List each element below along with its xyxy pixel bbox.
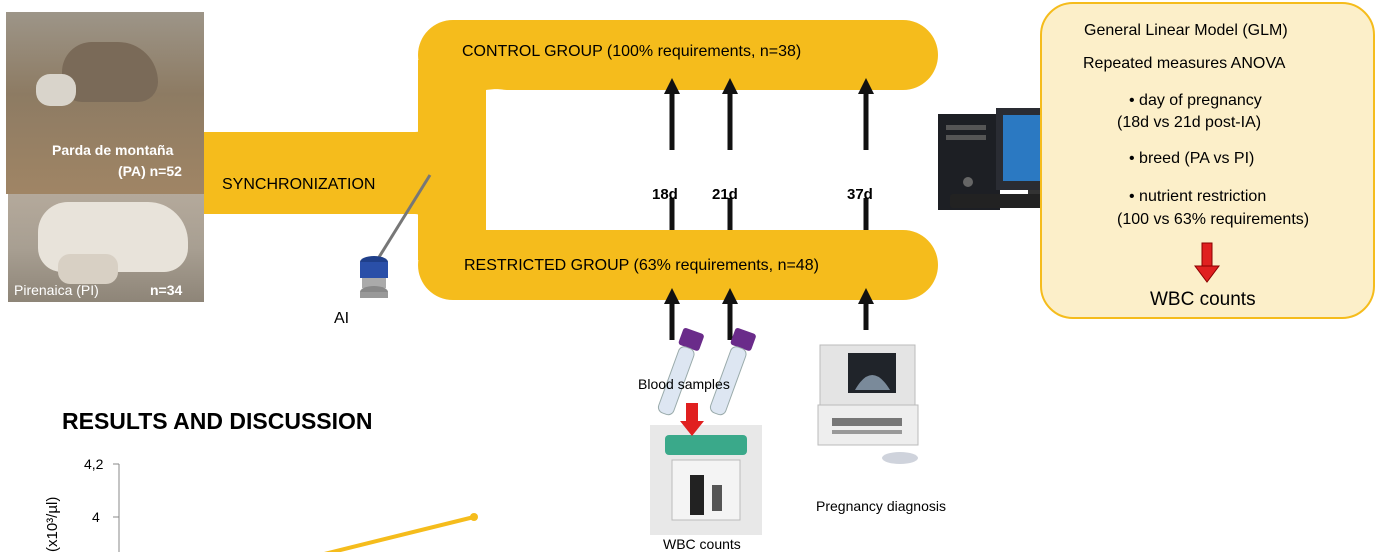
glm-subtitle: Repeated measures ANOVA xyxy=(1083,55,1286,72)
ultrasound-icon xyxy=(817,344,919,464)
blood-tube-icon xyxy=(657,328,704,416)
ai-syringe-icon xyxy=(360,174,432,298)
pi-label-n: n=34 xyxy=(150,282,183,298)
arrowhead xyxy=(722,78,738,94)
wbc-chart xyxy=(113,463,478,552)
glm-bullet-day: • day of pregnancy xyxy=(1129,92,1262,109)
day-label-21: 21d xyxy=(712,186,738,203)
y-axis-label: (x10³/µl) xyxy=(44,496,61,552)
glm-title: General Linear Model (GLM) xyxy=(1084,22,1288,39)
arrowhead xyxy=(858,78,874,94)
control-group-label: CONTROL GROUP (100% requirements, n=38) xyxy=(462,43,802,60)
ai-label: AI xyxy=(334,310,350,327)
day-arrows xyxy=(669,92,869,230)
synchronization-label: SYNCHRONIZATION xyxy=(222,176,376,193)
glm-bullet-breed: • breed (PA vs PI) xyxy=(1129,150,1255,167)
restricted-group-band xyxy=(418,230,938,300)
pi-cow-photo: Pirenaica (PI) n=34 xyxy=(8,194,204,302)
group-connector xyxy=(418,60,486,260)
wbc-counter-icon xyxy=(650,425,762,535)
red-arrow-down xyxy=(1194,242,1220,283)
blood-tube-icon xyxy=(709,328,756,416)
control-group-band xyxy=(418,20,938,90)
pi-label-name: Pirenaica (PI) xyxy=(14,282,99,298)
glm-bullet-nutrient-detail: (100 vs 63% requirements) xyxy=(1117,211,1310,228)
day-label-37: 37d xyxy=(847,186,873,203)
arrowhead xyxy=(664,78,680,94)
restricted-group-label: RESTRICTED GROUP (63% requirements, n=48… xyxy=(464,257,819,274)
data-point xyxy=(470,513,478,521)
glm-bullet-day-detail: (18d vs 21d post-IA) xyxy=(1117,114,1262,131)
results-heading: RESULTS AND DISCUSSION xyxy=(62,408,373,434)
blood-samples-label: Blood samples xyxy=(638,376,730,392)
day-label-18: 18d xyxy=(652,186,678,203)
pa-label-line2: (PA) n=52 xyxy=(118,163,182,179)
y-tick-label: 4 xyxy=(92,509,100,525)
pa-cow-photo: Parda de montaña (PA) n=52 xyxy=(6,12,204,194)
red-arrow-down xyxy=(680,403,704,436)
glm-result: WBC counts xyxy=(1150,289,1256,310)
pregnancy-diagnosis-label: Pregnancy diagnosis xyxy=(816,498,946,514)
series-line xyxy=(324,515,475,552)
pa-label-line1: Parda de montaña xyxy=(52,142,174,158)
wbc-counts-caption: WBC counts xyxy=(663,536,741,552)
y-tick-label: 4,2 xyxy=(84,456,104,472)
glm-box xyxy=(1040,2,1375,319)
glm-bullet-nutrient: • nutrient restriction xyxy=(1129,188,1267,205)
